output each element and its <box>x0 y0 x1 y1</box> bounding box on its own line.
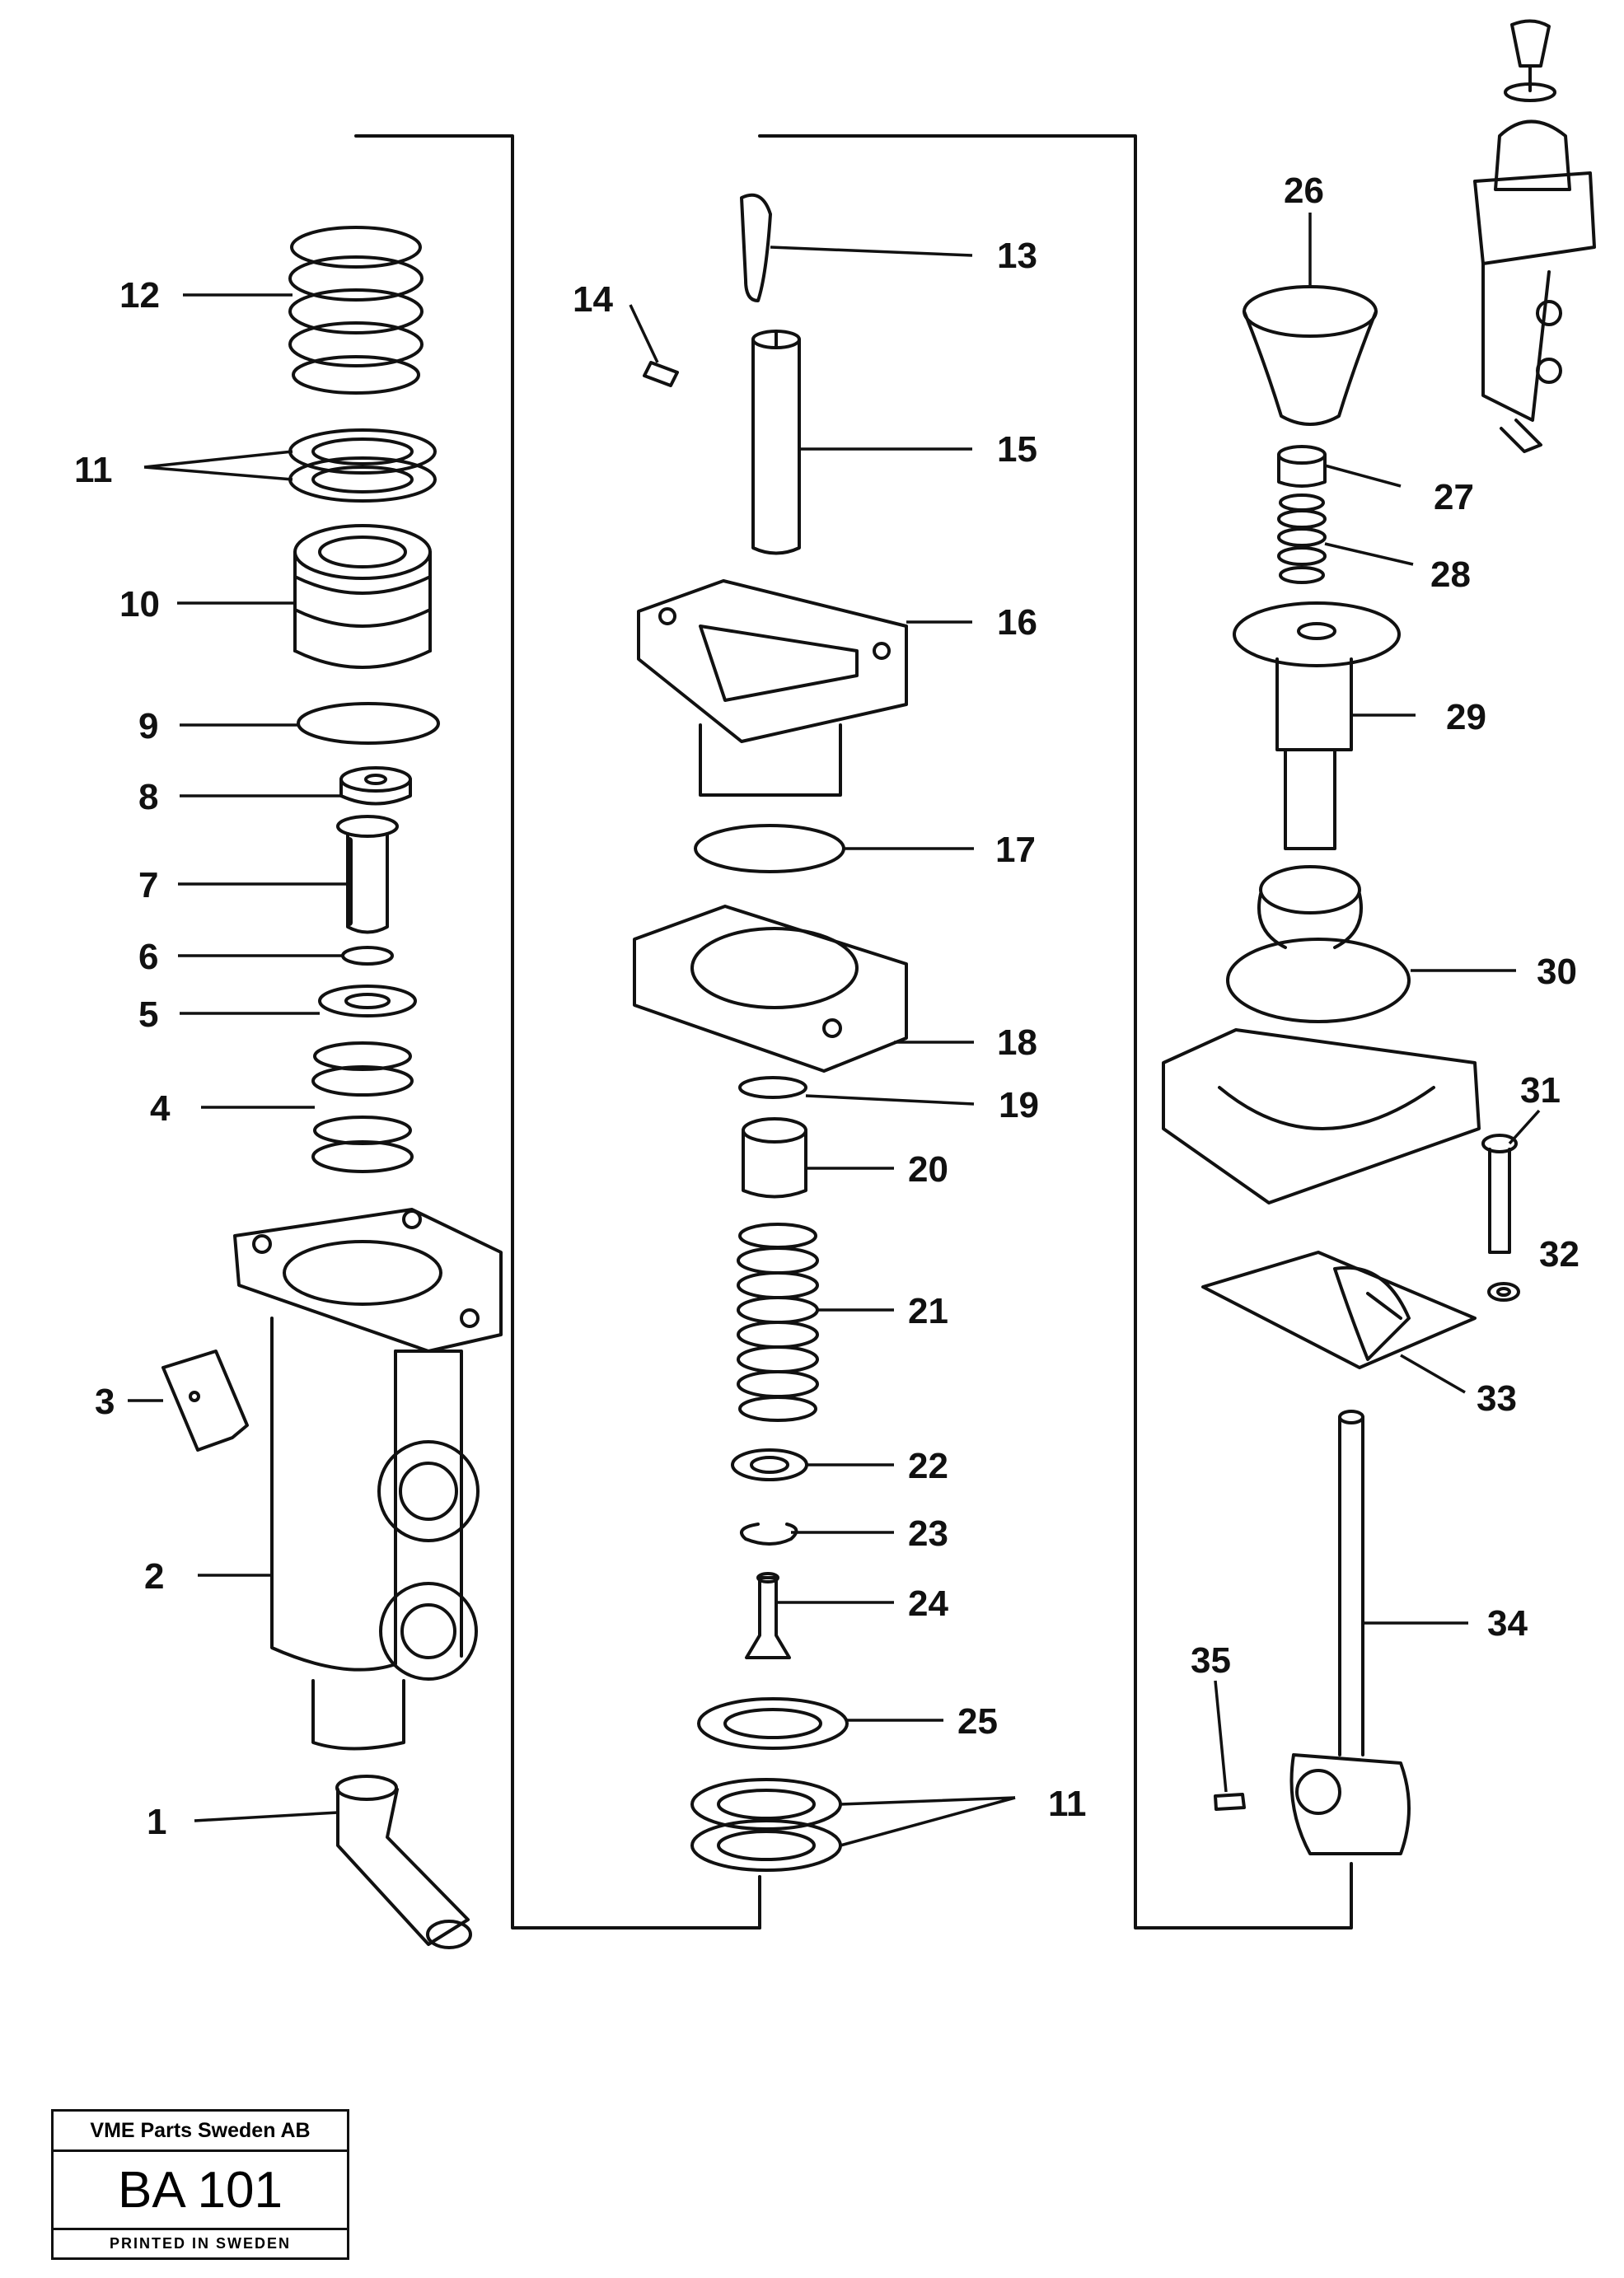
callout-34: 34 <box>1487 1603 1528 1644</box>
part-33-plate <box>1201 1251 1477 1369</box>
leader-1 <box>194 1811 339 1822</box>
part-6-ring <box>341 946 394 966</box>
title-stamp: VME Parts Sweden AB BA 101 PRINTED IN SW… <box>51 2109 349 2260</box>
callout-15: 15 <box>997 429 1037 470</box>
part-32-washer <box>1487 1282 1520 1302</box>
part-11-washers-left <box>288 428 437 503</box>
leader-19 <box>805 1094 975 1106</box>
callout-11: 11 <box>74 450 113 490</box>
part-17-ring <box>694 824 845 873</box>
part-1-elbow <box>335 1775 472 1949</box>
callout-11-lower: 11 <box>1048 1784 1087 1824</box>
callout-13: 13 <box>997 236 1037 276</box>
callout-7: 7 <box>138 865 158 905</box>
callout-23: 23 <box>908 1513 948 1554</box>
callout-12: 12 <box>119 275 160 316</box>
callout-31: 31 <box>1520 1070 1561 1111</box>
assembly-overview-illustration <box>1473 19 1596 453</box>
part-29-plunger <box>1233 601 1401 850</box>
part-14-pin <box>643 361 679 387</box>
part-28-spring <box>1277 493 1327 584</box>
part-15-shaft <box>751 330 801 555</box>
part-13-clip <box>740 193 772 302</box>
leader-33 <box>1400 1354 1466 1394</box>
part-12-spring <box>288 226 424 395</box>
leader-28 <box>1324 542 1414 566</box>
part-11-washers-mid <box>690 1778 842 1872</box>
part-34-lever <box>1289 1410 1411 1855</box>
part-31-bolt <box>1481 1134 1518 1254</box>
part-8-seat <box>339 766 412 806</box>
leader-27 <box>1324 464 1402 488</box>
callout-1: 1 <box>147 1802 166 1842</box>
callout-29: 29 <box>1446 697 1486 737</box>
callout-2: 2 <box>144 1556 164 1597</box>
part-5-washer <box>318 985 417 1017</box>
callout-3: 3 <box>95 1382 115 1422</box>
part-26-knob <box>1243 285 1378 426</box>
part-10-piston <box>293 524 432 669</box>
callout-24: 24 <box>908 1583 948 1624</box>
part-4-springs <box>311 1041 414 1173</box>
leader-31 <box>1508 1109 1541 1145</box>
callout-10: 10 <box>119 584 160 624</box>
callout-27: 27 <box>1434 477 1474 517</box>
part-20-bushing <box>742 1117 807 1199</box>
callout-8: 8 <box>138 777 158 817</box>
callout-17: 17 <box>995 830 1036 870</box>
part-3-gasket <box>161 1349 249 1452</box>
callout-33: 33 <box>1477 1378 1517 1419</box>
part-21-spring <box>737 1223 819 1422</box>
callout-28: 28 <box>1430 554 1471 595</box>
callout-16: 16 <box>997 602 1037 643</box>
callout-18: 18 <box>997 1022 1037 1063</box>
callout-6: 6 <box>138 937 158 977</box>
part-25-washer <box>697 1697 849 1750</box>
frame-line-right <box>758 134 1353 1930</box>
part-2-housing <box>233 1208 503 1751</box>
leader-11b <box>840 1796 1016 1847</box>
part-27-bush <box>1277 445 1327 488</box>
callout-22: 22 <box>908 1446 948 1486</box>
stamp-printed: PRINTED IN SWEDEN <box>54 2228 347 2257</box>
callout-26: 26 <box>1284 171 1324 211</box>
callout-4: 4 <box>150 1088 171 1129</box>
callout-5: 5 <box>138 994 158 1035</box>
callout-9: 9 <box>138 706 158 746</box>
stamp-code: BA 101 <box>118 2162 283 2219</box>
callout-25: 25 <box>957 1701 998 1742</box>
part-19-ring <box>738 1076 807 1099</box>
part-35-pin <box>1214 1793 1246 1811</box>
stamp-company: VME Parts Sweden AB <box>54 2112 347 2152</box>
part-18-flange <box>633 905 908 1073</box>
part-7-sleeve <box>336 815 399 934</box>
part-23-circlip <box>740 1523 798 1546</box>
leader-35 <box>1214 1680 1228 1793</box>
callout-30: 30 <box>1537 952 1577 992</box>
part-24-screw <box>745 1572 791 1659</box>
callout-19: 19 <box>999 1085 1039 1125</box>
part-22-seat <box>731 1448 808 1481</box>
part-16-cover <box>637 579 908 797</box>
leader-13 <box>770 246 973 257</box>
frame-line-left <box>354 134 761 1930</box>
callout-32: 32 <box>1539 1234 1580 1275</box>
leader-14 <box>629 304 659 363</box>
part-30-boot <box>1162 865 1481 1204</box>
leader-11a <box>143 450 293 481</box>
callout-14: 14 <box>573 279 613 320</box>
callout-35: 35 <box>1191 1640 1231 1681</box>
callout-21: 21 <box>908 1291 948 1331</box>
callout-20: 20 <box>908 1149 948 1190</box>
part-9-oring <box>297 702 440 745</box>
